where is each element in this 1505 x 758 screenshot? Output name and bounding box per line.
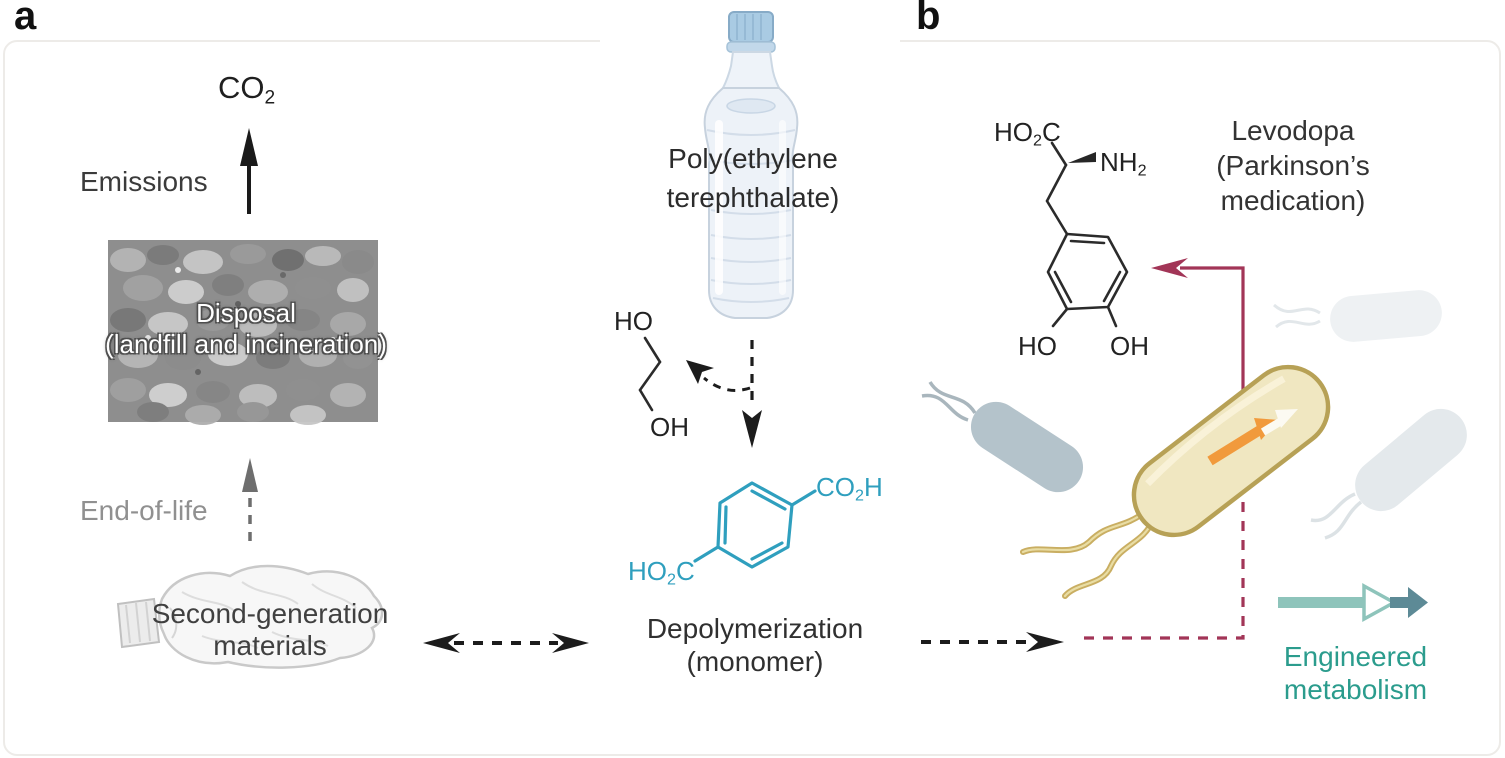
crushed-bottle-image — [116, 564, 384, 669]
recycle-exchange-arrow — [423, 633, 589, 653]
end-of-life-arrow — [242, 458, 258, 542]
depolymerization-caption: Depolymerization (monomer) — [646, 613, 864, 677]
levodopa-amine-label: NH2 — [1100, 147, 1147, 180]
terephthalic-acid-structure: CO2H HO2C — [612, 458, 902, 603]
levodopa-caption: Levodopa (Parkinson’s medication) — [1216, 115, 1370, 216]
bacterium-gray-left-icon — [921, 381, 1084, 493]
second-generation-caption: Second-generation materials — [151, 598, 389, 661]
landfill-photo — [108, 240, 378, 425]
depolymerization-arrow — [686, 340, 762, 448]
ethylene-glycol-bonds — [638, 336, 662, 412]
engineered-metabolism-caption: Engineered metabolism — [1283, 641, 1428, 705]
monomer-to-cell-arrow — [921, 632, 1064, 652]
levodopa-acid-label: HO2C — [994, 117, 1061, 150]
end-of-life-label: End-of-life — [80, 495, 208, 526]
panel-b-label: b — [916, 0, 941, 38]
pet-bottle-image — [643, 0, 861, 334]
disposal-caption: Disposal (landfill and incineration) — [105, 298, 387, 359]
ethylene-glycol-structure: HO OH — [600, 300, 700, 450]
bacterium-gray-right-icon — [1310, 408, 1467, 540]
levodopa-structure: HO2C NH2 HO OH — [988, 103, 1173, 368]
levodopa-product-arrow — [1151, 258, 1245, 393]
emissions-label: Emissions — [80, 166, 208, 197]
terephthalic-acid-bonds — [693, 481, 817, 569]
levodopa-pathway-dashed — [1084, 502, 1245, 640]
levodopa-hydroxyl-right-label: OH — [1110, 331, 1149, 361]
carboxyl-bottom-label: HO2C — [628, 556, 695, 589]
panel-a-label: a — [14, 0, 37, 38]
carboxyl-top-label: CO2H — [816, 472, 883, 505]
levodopa-hydroxyl-left-label: HO — [1018, 331, 1057, 361]
co2-label: CO2 — [218, 70, 276, 109]
bacterium-faint-icon — [1273, 290, 1442, 342]
emissions-arrow — [240, 128, 258, 214]
bacterium-engineered-icon — [1020, 364, 1331, 599]
engineered-metabolism-arrows — [1278, 583, 1428, 622]
hydroxyl-top-label: HO — [614, 306, 653, 336]
pet-caption: Poly(ethylene terephthalate) — [666, 143, 840, 213]
levodopa-bonds — [1045, 141, 1129, 328]
hydroxyl-bottom-label: OH — [650, 412, 689, 442]
